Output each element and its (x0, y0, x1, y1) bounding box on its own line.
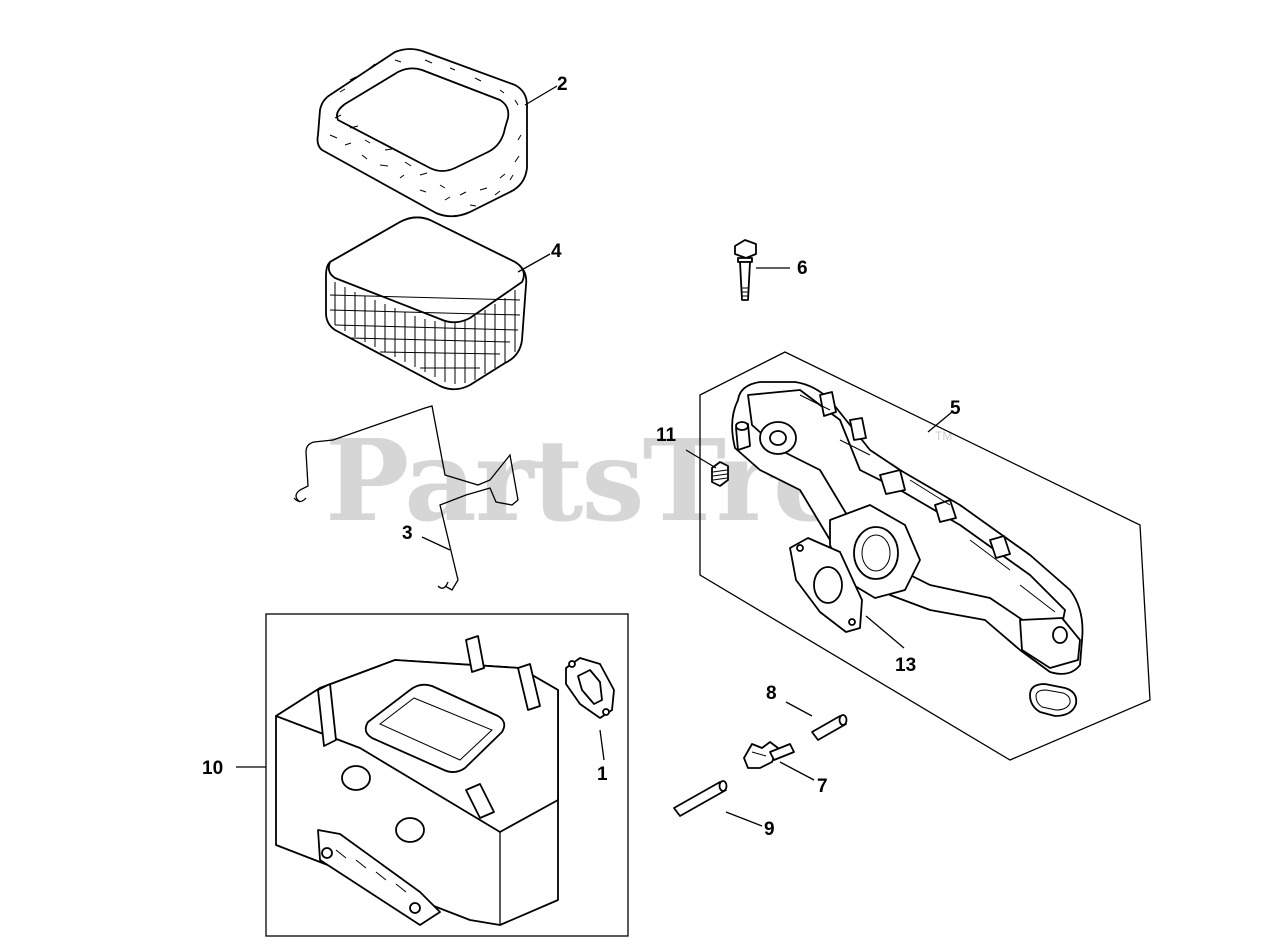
part-6-bolt[interactable] (734, 239, 757, 301)
part-2-precleaner[interactable] (316, 48, 528, 218)
part-11-plug[interactable] (711, 461, 729, 487)
part-5-frame (699, 351, 1151, 761)
callout-10[interactable]: 10 (202, 758, 223, 779)
callout-13[interactable]: 13 (895, 655, 916, 676)
part-3-wire-retainer[interactable] (293, 405, 519, 591)
callout-7[interactable]: 7 (817, 776, 828, 797)
callout-1[interactable]: 1 (597, 764, 608, 785)
callout-5[interactable]: 5 (950, 398, 961, 419)
part-1-gasket[interactable] (565, 657, 615, 719)
part-10-air-cleaner-base[interactable] (265, 613, 629, 937)
callout-3[interactable]: 3 (402, 523, 413, 544)
leader-lines (236, 85, 953, 827)
part-8-pin-short[interactable] (811, 714, 848, 741)
callout-11[interactable]: 11 (656, 425, 677, 446)
callouts: 2 4 3 10 1 6 5 11 13 8 7 9 (202, 74, 961, 840)
callout-9[interactable]: 9 (764, 819, 775, 840)
callout-8[interactable]: 8 (766, 683, 777, 704)
part-10-frame (265, 613, 629, 937)
part-9-pin-long[interactable] (673, 780, 728, 817)
callout-2[interactable]: 2 (557, 74, 568, 95)
callout-4[interactable]: 4 (551, 241, 562, 262)
part-7-bracket[interactable] (743, 741, 795, 769)
part-13-manifold-gasket[interactable] (789, 537, 863, 633)
part-5-intake-manifold[interactable] (699, 351, 1151, 761)
watermark-trademark: TM (935, 429, 952, 443)
part-4-air-filter[interactable] (325, 216, 528, 391)
callout-6[interactable]: 6 (797, 258, 808, 279)
